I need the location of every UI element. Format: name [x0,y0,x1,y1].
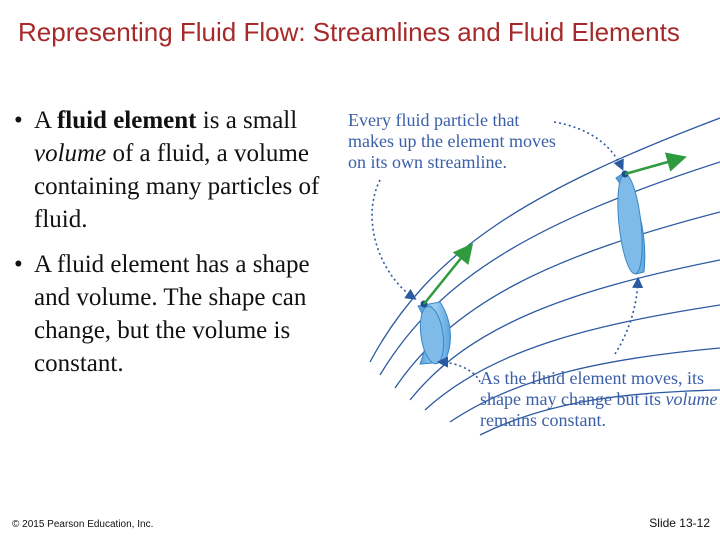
streamline [379,161,720,376]
bullet-1-part-5: of a fluid, a volume containing many par… [34,140,320,233]
caption-volume: As the fluid element moves, its shape ma… [480,368,720,431]
streamline [369,117,720,363]
velocity-arrow-end [624,152,687,176]
bullet-1-term: fluid element [56,107,197,134]
bullet-text-1: A fluid element is a small volume of a f… [34,104,344,236]
caption-volume-part-1: As the fluid element moves, its shape ma… [480,368,704,409]
caption-volume-italic: volume [665,389,718,409]
streamlines [369,117,720,436]
streamline [394,211,720,389]
leader-lines [371,121,644,383]
bullet-1-part-3: is a small [196,107,298,134]
bullet-item-2: • A fluid element has a shape and volume… [14,248,344,380]
bullet-text-2: A fluid element has a shape and volume. … [34,251,310,377]
fluid-element-start [417,300,451,365]
caption-volume-part-3: remains constant. [480,410,606,430]
copyright: © 2015 Pearson Education, Inc. [12,519,154,530]
bullet-1-italic: volume [34,140,107,167]
bullet-item-1: • A fluid element is a small volume of a… [14,104,344,236]
bullet-glyph: • [14,251,23,278]
streamline [424,304,720,411]
bullet-list: • A fluid element is a small volume of a… [14,104,344,392]
slide-title: Representing Fluid Flow: Streamlines and… [18,17,680,47]
streamline [409,259,720,401]
bullet-1-part-1: A [34,107,57,134]
slide-number: Slide 13-12 [649,516,710,530]
streamline [479,389,720,436]
streamline-figure [369,117,720,436]
velocity-arrow-start [423,243,474,305]
fluid-element-end [615,170,646,275]
caption-streamline: Every fluid particle that makes up the e… [348,110,556,172]
bullet-glyph: • [14,107,23,134]
streamline [449,347,720,423]
